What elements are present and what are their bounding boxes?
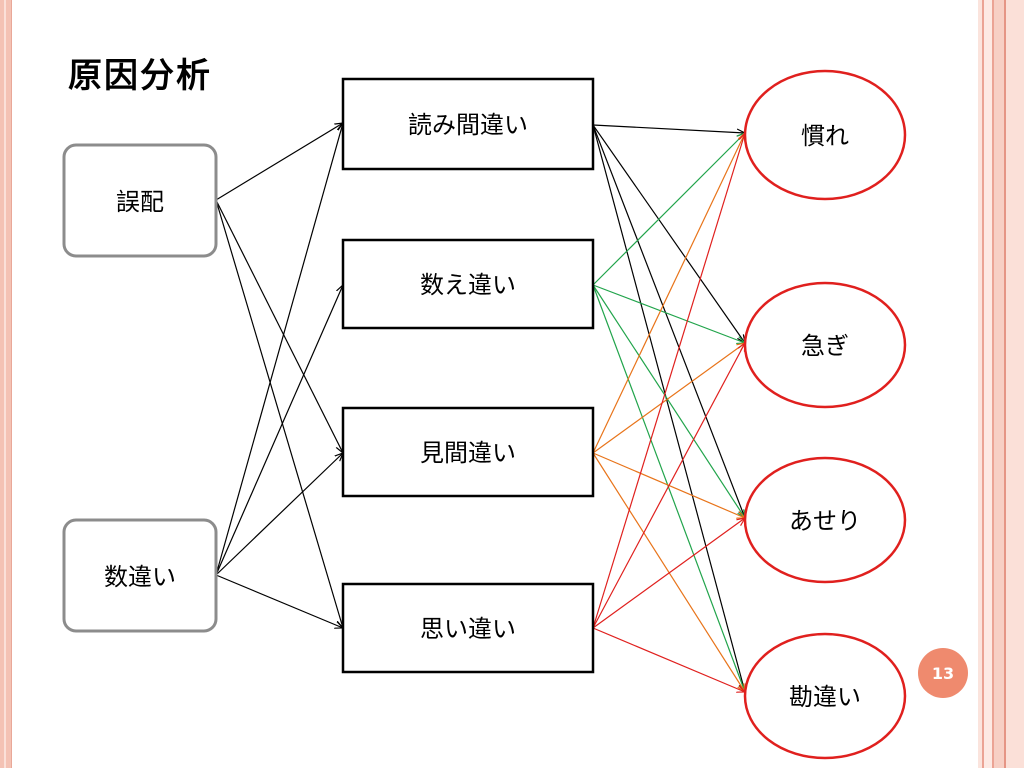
edges-left-to-middle: [215, 123, 343, 628]
node-count-diff-box: [62, 518, 218, 633]
node-assumption-error-box: [341, 582, 595, 674]
edges-middle-to-right: [592, 124, 745, 692]
edge-assumption-error-to-misunderstanding: [592, 627, 745, 692]
node-panic-circle: [743, 456, 907, 584]
edge-assumption-error-to-panic: [592, 518, 745, 629]
left-decorative-border: [0, 0, 12, 768]
edge-count-diff-to-misread: [215, 123, 343, 576]
node-misunderstanding-label: 勘違い: [789, 683, 861, 711]
edge-seeing-error-to-haste: [592, 343, 745, 454]
node-count-diff-label: 数違い: [104, 563, 176, 591]
right-nodes: 慣れ 急ぎ あせり 勘違い: [743, 69, 907, 760]
edge-misread-to-misunderstanding: [592, 124, 745, 692]
node-misread-box: [341, 77, 595, 171]
right-decorative-border: [978, 0, 1024, 768]
page-number-badge: 13: [918, 648, 968, 698]
edge-miscount-to-haste: [592, 284, 745, 343]
edge-count-diff-to-miscount: [215, 285, 343, 576]
edge-misread-to-haste: [592, 124, 745, 343]
middle-nodes: 読み間違い 数え違い 見間違い 思い違い: [341, 77, 595, 674]
node-miscount-box: [341, 238, 595, 330]
edge-count-diff-to-seeing-error: [215, 453, 343, 576]
left-nodes: 誤配 数違い: [62, 143, 218, 633]
edge-miscount-to-habit: [592, 133, 745, 286]
node-misunderstanding-circle: [743, 632, 907, 760]
node-haste-label: 急ぎ: [801, 332, 849, 360]
edge-count-diff-to-assumption-error: [215, 574, 343, 628]
edge-assumption-error-to-habit: [592, 133, 745, 629]
edge-misdelivery-to-assumption-error: [215, 199, 343, 628]
edge-assumption-error-to-haste: [592, 343, 745, 629]
edge-misdelivery-to-misread: [215, 123, 343, 201]
edge-miscount-to-panic: [592, 284, 745, 518]
node-panic-label: あせり: [789, 507, 861, 535]
node-habit-label: 慣れ: [801, 122, 849, 150]
node-misdelivery-label: 誤配: [116, 188, 164, 216]
edge-seeing-error-to-habit: [592, 133, 745, 454]
edge-miscount-to-misunderstanding: [592, 284, 745, 692]
node-habit-circle: [743, 69, 907, 201]
node-misread-label: 読み間違い: [408, 111, 528, 139]
node-miscount-label: 数え違い: [420, 271, 516, 299]
slide-title: 原因分析: [68, 56, 212, 96]
edge-misdelivery-to-seeing-error: [215, 199, 343, 453]
node-haste-circle: [743, 281, 907, 409]
edge-misread-to-habit: [592, 124, 745, 133]
node-assumption-error-label: 思い違い: [420, 615, 516, 643]
node-seeing-error-label: 見間違い: [420, 439, 516, 467]
node-misdelivery-box: [62, 143, 218, 258]
node-seeing-error-box: [341, 406, 595, 498]
edge-misread-to-panic: [592, 124, 745, 518]
